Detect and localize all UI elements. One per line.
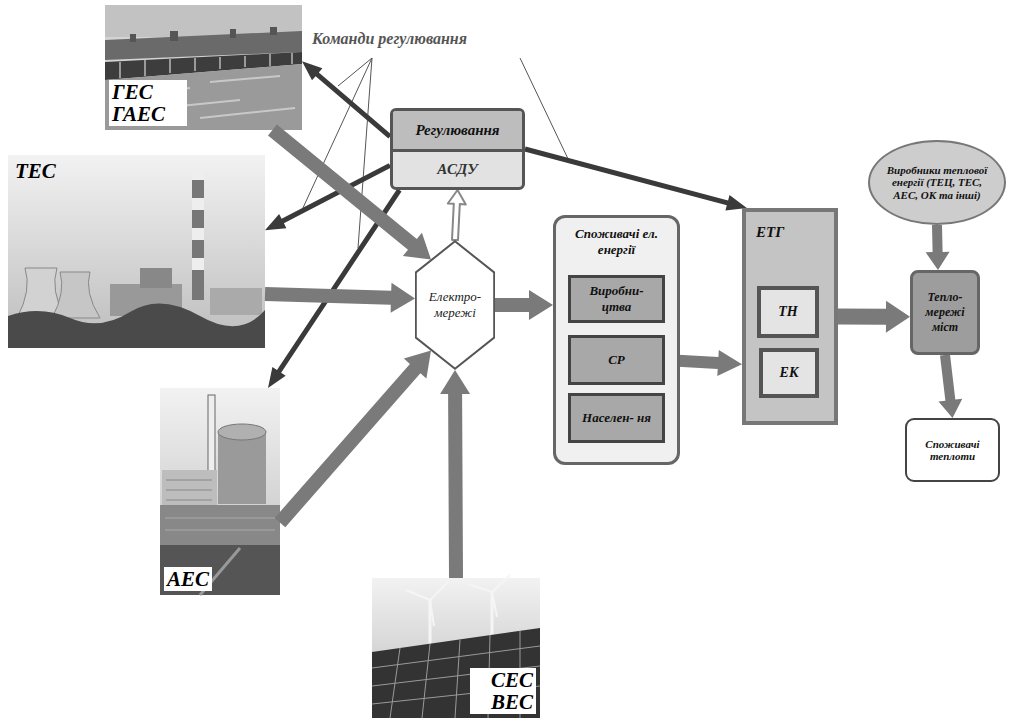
photo-frame: ГЕС ГАЕС: [105, 5, 302, 130]
renewables-photo: [372, 575, 540, 718]
nuclear-plant-photo: [160, 388, 280, 595]
group-box: Споживачі ел. енергіїВиробни- цтваСР Насе…: [553, 215, 680, 465]
renewables-photo-part: [372, 578, 540, 718]
thermal-plant-photo-part: [140, 268, 172, 288]
node-label: Тепло- мережі міст: [917, 290, 973, 335]
thermal-plant-photo-part: [192, 168, 204, 180]
node-label: ТН: [778, 304, 797, 320]
nuclear-plant-photo-part: [160, 505, 280, 547]
node-label: Споживачі ел. енергії: [562, 226, 671, 258]
process-box: Тепло- мережі міст: [910, 270, 980, 355]
hydro-plant-photo-part: [105, 5, 302, 130]
node-label: ЕТГ: [756, 224, 824, 241]
hexagon-shape: [416, 241, 494, 368]
photo-caption: СЕС ВЕС: [470, 668, 536, 714]
annotation-label: Команди регулювання: [312, 30, 467, 48]
nuclear-plant-photo-part: [160, 388, 280, 595]
hydro-plant-photo: [105, 5, 302, 130]
connector-arrow: [524, 147, 746, 211]
photo-frame: ТЕС: [8, 155, 265, 348]
photo-caption: ТЕС: [12, 159, 59, 183]
thermal-plant-photo-part: [192, 198, 204, 210]
photo-caption: ГЕС ГАЕС: [109, 80, 187, 126]
hydro-plant-photo-part: [105, 5, 302, 37]
group-box: ЕТГ ТН ЕК: [742, 208, 838, 425]
nuclear-plant-photo-part: [160, 545, 280, 595]
photo-frame: СЕС ВЕС: [372, 578, 540, 718]
nuclear-plant-photo-part: [218, 424, 266, 440]
thermal-plant-photo-part: [192, 258, 204, 270]
thermal-plant-photo-part: [210, 288, 262, 315]
thermal-plant-photo-part: [52, 272, 100, 318]
thermal-plant-photo-part: [192, 168, 204, 300]
nuclear-plant-photo-part: [165, 518, 275, 530]
connector-arrow: [275, 351, 431, 528]
node-label: АСДУ: [393, 152, 522, 187]
nuclear-plant-photo-part: [162, 470, 217, 510]
photo-frame: АЕС: [160, 388, 280, 595]
node-label: Населен- ня: [582, 410, 651, 426]
thermal-plant-photo-part: [8, 155, 265, 348]
node-label: Споживачі теплоти: [911, 438, 994, 462]
nuclear-plant-photo-part: [166, 480, 212, 500]
thermal-plant-photo: [8, 155, 265, 348]
node-label: Виробники теплової енергії (ТЕЦ, ТЕС, АЕ…: [886, 164, 988, 202]
connector-arrow: [440, 370, 470, 578]
hydro-plant-photo-part: [105, 64, 302, 130]
control-box: РегулюванняАСДУ: [390, 108, 525, 190]
process-box: ЕК: [759, 348, 819, 398]
leader-lines: [302, 58, 570, 248]
process-box: ТН: [757, 286, 819, 338]
grid-hexagon: Електро- мережі: [415, 240, 495, 370]
connector-arrow: [448, 190, 466, 240]
thermal-plant-photo-part: [192, 228, 204, 240]
connector-arrow: [265, 283, 415, 313]
renewables-photo-part: [372, 631, 540, 718]
connector-arrow: [939, 354, 963, 418]
hydro-plant-photo-part: [170, 31, 178, 41]
connector-arrow: [302, 61, 392, 138]
process-box: СР: [568, 335, 665, 385]
leader-lines-part: [302, 58, 570, 248]
renewables-photo-part: [406, 575, 510, 626]
photo-caption: АЕС: [164, 567, 212, 591]
connector-arrow: [495, 290, 553, 320]
hydro-plant-photo-part: [130, 34, 136, 42]
renewables-photo-part: [372, 628, 540, 718]
hydro-plant-photo-part: [230, 29, 236, 38]
connector-arrow: [926, 225, 950, 270]
node-label: СР: [608, 352, 625, 368]
node-label: Електро- мережі: [425, 289, 485, 321]
process-box: Споживачі теплоти: [905, 418, 1000, 482]
process-box: Населен- ня: [568, 393, 665, 443]
thermal-plant-photo-part: [8, 303, 265, 348]
nuclear-plant-photo-part: [218, 432, 266, 504]
hydro-plant-photo-part: [270, 27, 277, 35]
source-ellipse: Виробники теплової енергії (ТЕЦ, ТЕС, АЕ…: [868, 140, 1006, 225]
node-label: ЕК: [780, 365, 799, 381]
connector-arrow: [838, 301, 910, 333]
node-label: Регулювання: [393, 111, 522, 152]
node-label: Виробни- цтва: [575, 283, 658, 315]
process-box: Виробни- цтва: [568, 275, 665, 323]
